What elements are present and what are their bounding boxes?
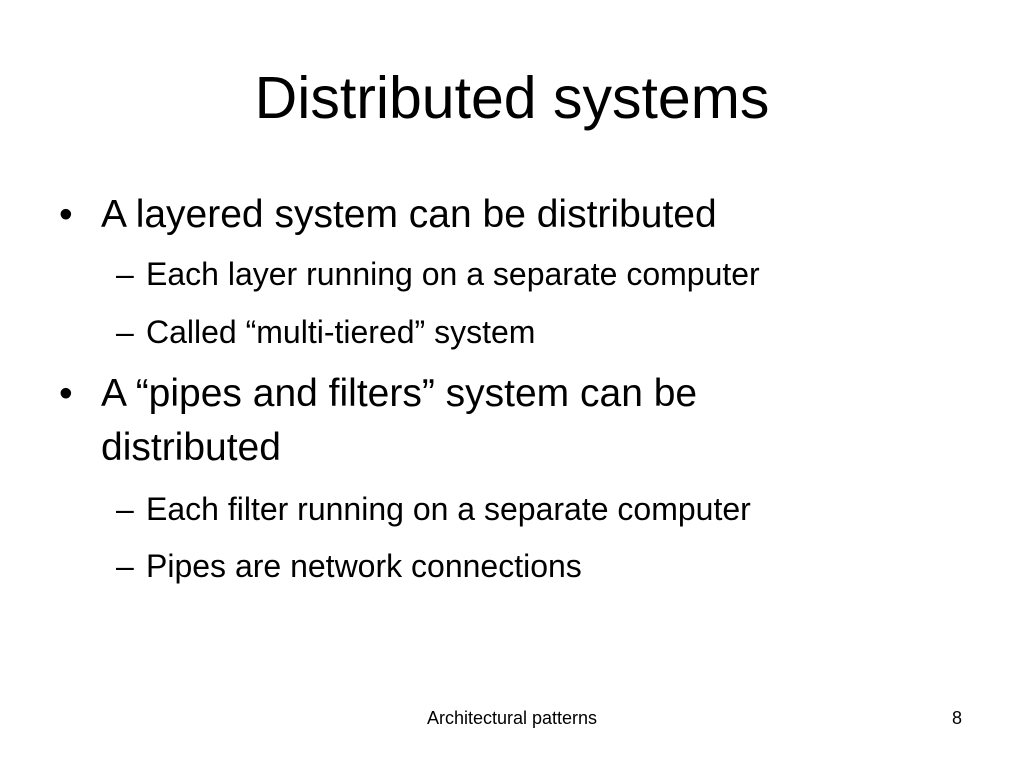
page-number: 8 [951,708,962,728]
sub-bullet-text: Each filter running on a separate comput… [146,491,751,527]
dash-icon: – [116,256,134,292]
sub-bullet-item: – Each filter running on a separate comp… [116,489,936,529]
dash-icon: – [116,491,134,527]
dash-icon: – [116,314,134,350]
bullet-text: A “pipes and filters” system can be dist… [101,372,698,469]
dash-icon: – [116,548,134,584]
slide-footer: Architectural patterns [426,708,598,728]
sub-bullet-item: – Each layer running on a separate compu… [116,254,936,294]
bullet-icon: • [59,372,73,415]
bullet-icon: • [59,193,73,236]
slide-title: Distributed systems [254,65,770,131]
bullet-text: A layered system can be distributed [101,193,717,236]
sub-bullet-text: Each layer running on a separate compute… [146,256,760,292]
bullet-item: • A layered system can be distributed [59,188,919,242]
bullet-item: • A “pipes and filters” system can be di… [59,367,819,475]
sub-bullet-text: Pipes are network connections [146,548,582,584]
sub-bullet-text: Called “multi-tiered” system [146,314,536,350]
sub-bullet-item: – Pipes are network connections [116,546,936,586]
sub-bullet-item: – Called “multi-tiered” system [116,312,936,352]
